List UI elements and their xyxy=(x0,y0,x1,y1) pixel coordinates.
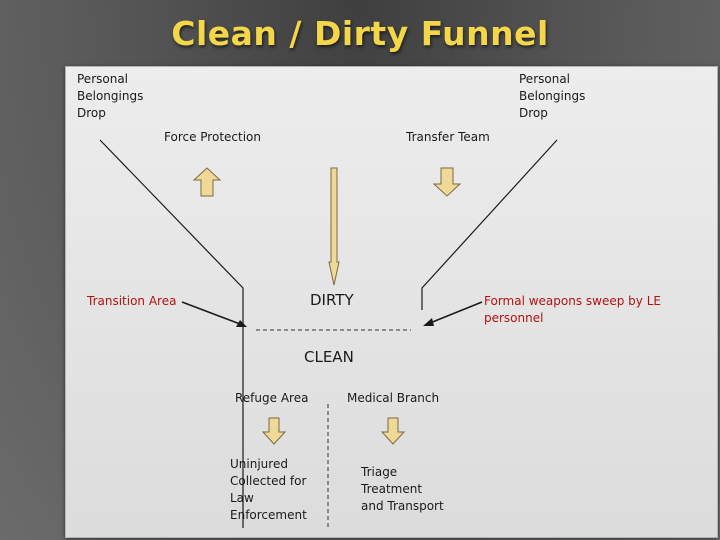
force-protection-label: Force Protection xyxy=(164,130,261,144)
dirty-label: DIRTY xyxy=(310,291,354,309)
clean-label: CLEAN xyxy=(304,348,354,366)
refuge-area-label: Refuge Area xyxy=(235,391,309,405)
refuge-down-arrow xyxy=(261,417,287,445)
weapons-sweep-arrow xyxy=(429,301,483,324)
transfer-team-label: Transfer Team xyxy=(406,130,490,144)
funnel-left-wall xyxy=(99,139,244,528)
medical-down-arrow xyxy=(380,417,406,445)
transition-arrowhead xyxy=(236,320,247,327)
medical-branch-label: Medical Branch xyxy=(347,391,440,405)
transition-arrow xyxy=(181,301,241,325)
transition-area-label: Transition Area xyxy=(87,294,177,308)
personal-belongings-drop-left: Personal Belongings Drop xyxy=(77,72,144,120)
weapons-sweep-label: Formal weapons sweep by LE personnel xyxy=(484,294,661,325)
funnel-right-wall xyxy=(421,139,558,310)
diagram-panel xyxy=(65,66,718,538)
transfer-team-needle-arrow xyxy=(328,167,340,286)
triage-label: Triage Treatment and Transport xyxy=(361,465,444,513)
personal-belongings-drop-right: Personal Belongings Drop xyxy=(519,72,586,120)
force-protection-up-arrow xyxy=(192,167,222,197)
transfer-team-down-arrow xyxy=(432,167,462,197)
slide-title: Clean / Dirty Funnel xyxy=(171,14,549,53)
weapons-sweep-arrowhead xyxy=(423,318,434,326)
uninjured-label: Uninjured Collected for Law Enforcement xyxy=(230,457,307,522)
